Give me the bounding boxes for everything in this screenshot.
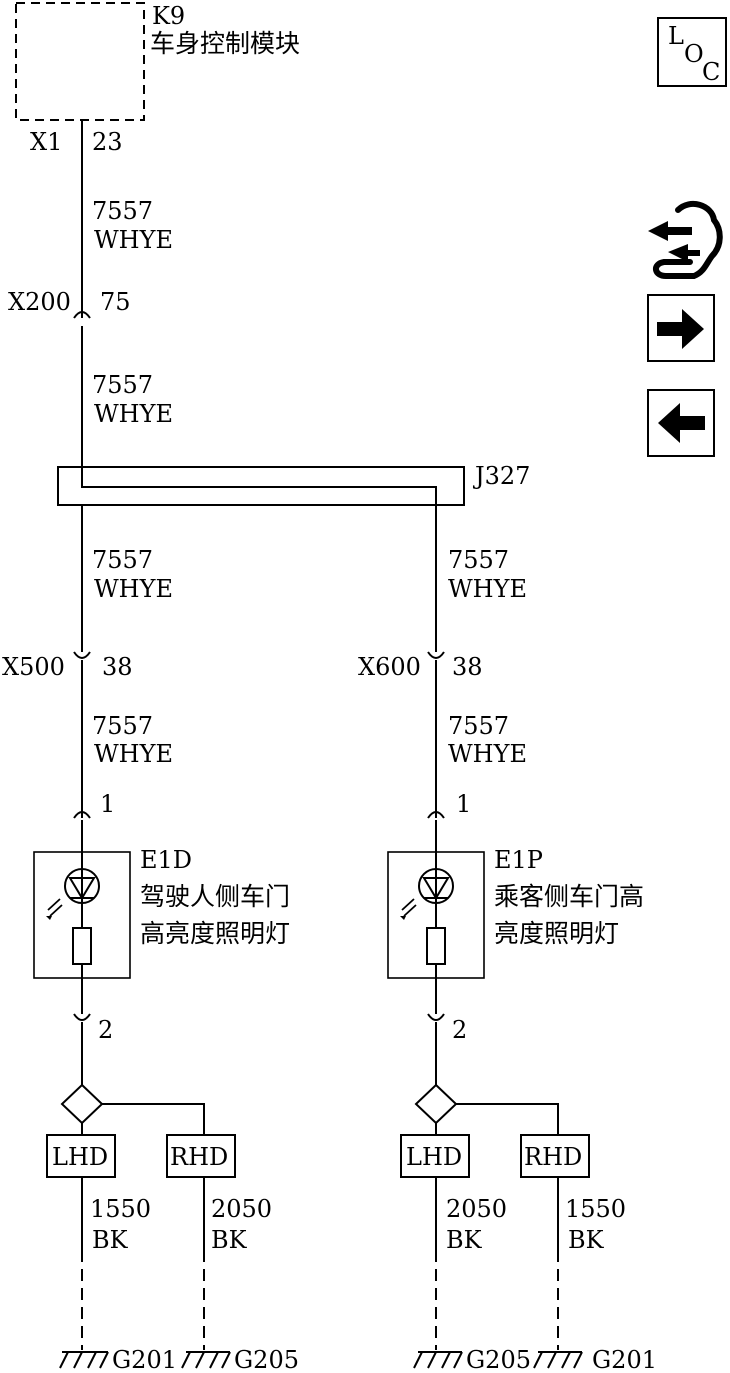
arrow-right-icon[interactable] [647, 294, 715, 362]
ground-label: G201 [112, 1346, 177, 1373]
ground-symbol-icon [181, 1351, 231, 1369]
connector-x600-pin: 38 [452, 653, 483, 681]
lamp-pin-in: 1 [100, 790, 115, 818]
arrow-left-icon[interactable] [647, 389, 715, 457]
option-rhd-label: RHD [170, 1143, 228, 1171]
ground-wire-circuit: 1550 [90, 1195, 151, 1223]
wire-color: WHYE [94, 226, 173, 254]
option-diamond [60, 1083, 104, 1125]
connector-x500-pin: 38 [102, 653, 133, 681]
wire-circuit: 7557 [448, 546, 509, 574]
resistor-icon [72, 927, 92, 965]
module-code: K9 [152, 2, 185, 30]
resistor-icon [426, 927, 446, 965]
splice-name: J327 [472, 462, 530, 490]
lamp-name-line1: 乘客侧车门高 [494, 882, 644, 911]
ground-wire-color: BK [211, 1226, 248, 1254]
led-icon [46, 855, 100, 930]
wire-color: WHYE [448, 740, 527, 768]
option-lhd-label: LHD [406, 1143, 462, 1171]
lamp-name-line2: 亮度照明灯 [494, 919, 619, 948]
connector-x1-pin: 23 [92, 128, 123, 156]
ground-label: G205 [466, 1346, 531, 1373]
lamp-code: E1D [140, 846, 192, 874]
connector-x1-name: X1 [30, 128, 62, 156]
ground-wire-color: BK [92, 1226, 129, 1254]
wire-color: WHYE [448, 575, 527, 603]
wire-circuit: 7557 [92, 546, 153, 574]
ground-wire-circuit: 2050 [446, 1195, 507, 1223]
wrench-arrows-icon[interactable] [648, 200, 723, 279]
connector-x500-name: X500 [2, 653, 65, 681]
option-diamond [414, 1083, 458, 1125]
led-icon [400, 855, 454, 930]
loc-badge[interactable]: L O C [657, 17, 727, 87]
wire-color: WHYE [94, 740, 173, 768]
ground-label: G205 [234, 1346, 299, 1373]
lamp-name-line2: 高亮度照明灯 [140, 919, 290, 948]
svg-text:C: C [702, 58, 720, 86]
lamp-pin-out: 2 [452, 1016, 467, 1044]
connector-x600-name: X600 [358, 653, 421, 681]
lamp-name-line1: 驾驶人侧车门 [140, 882, 290, 911]
ground-wire-circuit: 1550 [565, 1195, 626, 1223]
lamp-code: E1P [494, 846, 543, 874]
ground-symbol-icon [59, 1351, 109, 1369]
wire-circuit: 7557 [92, 197, 153, 225]
wire-circuit: 7557 [92, 371, 153, 399]
module-k9-box [15, 2, 145, 121]
wire-color: WHYE [94, 575, 173, 603]
svg-text:L: L [668, 22, 684, 50]
ground-symbol-icon [413, 1351, 463, 1369]
option-lhd-label: LHD [52, 1143, 108, 1171]
wire-circuit: 7557 [448, 712, 509, 740]
module-name: 车身控制模块 [150, 29, 300, 58]
option-rhd-label: RHD [524, 1143, 582, 1171]
ground-symbol-icon [533, 1351, 583, 1369]
ground-label: G201 [592, 1346, 657, 1373]
svg-text:O: O [684, 40, 704, 68]
wire-circuit: 7557 [92, 712, 153, 740]
ground-wire-color: BK [446, 1226, 483, 1254]
lamp-pin-out: 2 [98, 1016, 113, 1044]
connector-x200-name: X200 [8, 288, 71, 316]
wire-color: WHYE [94, 400, 173, 428]
connector-x200-pin: 75 [100, 288, 131, 316]
ground-wire-color: BK [568, 1226, 605, 1254]
splice-j327 [57, 466, 465, 506]
lamp-pin-in: 1 [456, 790, 471, 818]
ground-wire-circuit: 2050 [211, 1195, 272, 1223]
